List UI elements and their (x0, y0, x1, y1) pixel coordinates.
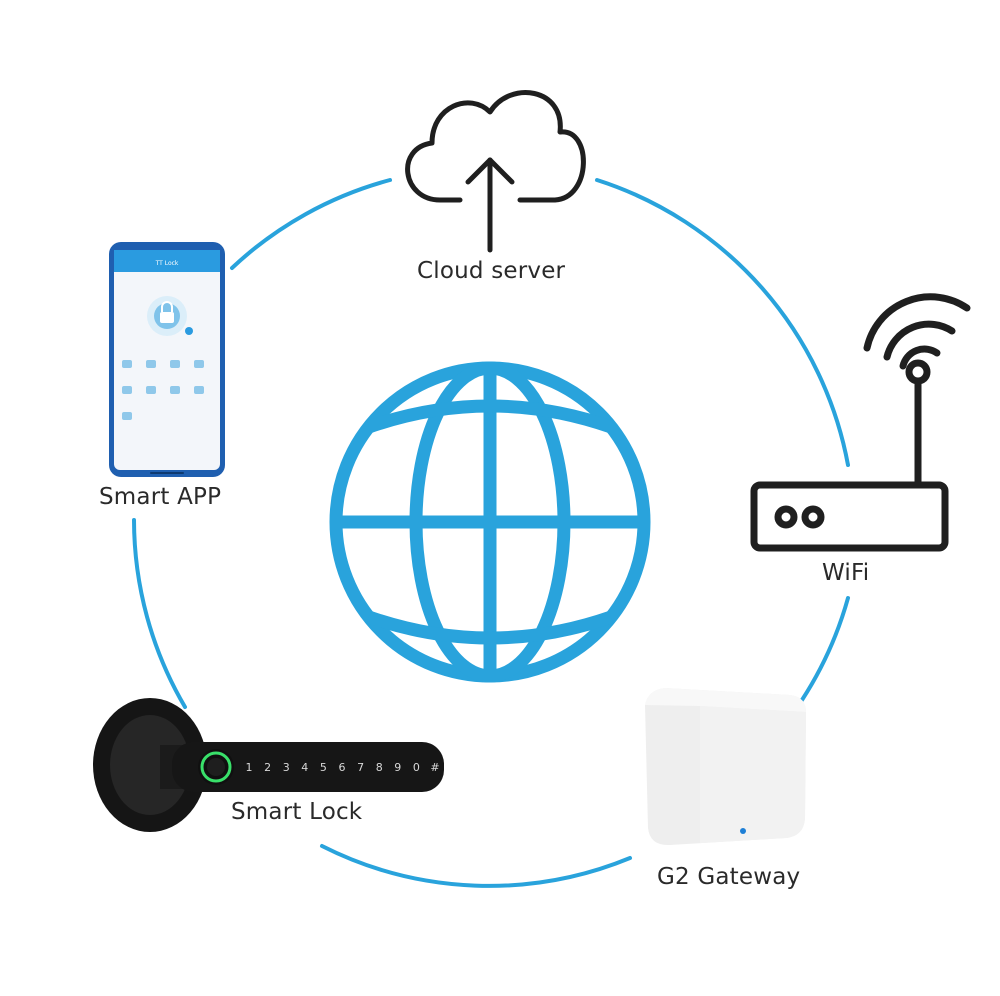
keypad-key: 2 (264, 761, 271, 774)
ring-arc-app-cloud (230, 178, 392, 270)
ring-arc-wifi-gateway (800, 596, 850, 702)
wifi-router-icon (750, 293, 971, 552)
keypad-key: 0 (413, 761, 420, 774)
wifi-label: WiFi (822, 560, 870, 586)
keypad-key: 8 (376, 761, 383, 774)
smart-app-label: Smart APP (99, 484, 222, 510)
keypad-key: 3 (283, 761, 290, 774)
smartphone-icon: TT Lock (109, 242, 225, 477)
keypad-key: 6 (339, 761, 346, 774)
cloud-upload-icon (405, 90, 586, 253)
cloud-server-label: Cloud server (417, 258, 566, 284)
svg-text:TT Lock: TT Lock (155, 260, 179, 267)
ring-arc-cloud-wifi (595, 178, 850, 467)
keypad-key: 9 (394, 761, 401, 774)
connection-ring (132, 178, 850, 888)
keypad-key: # (430, 761, 439, 774)
gateway-icon (645, 688, 806, 846)
keypad-key: 5 (320, 761, 327, 774)
keypad-key: 7 (357, 761, 364, 774)
ring-arc-app-lock (132, 518, 187, 709)
globe-icon (329, 361, 651, 683)
ring-arc-gateway-lock (320, 844, 632, 888)
keypad-key: 1 (246, 761, 253, 774)
smart-lock-label: Smart Lock (231, 799, 363, 825)
keypad-key: 4 (301, 761, 308, 774)
gateway-label: G2 Gateway (657, 864, 801, 890)
